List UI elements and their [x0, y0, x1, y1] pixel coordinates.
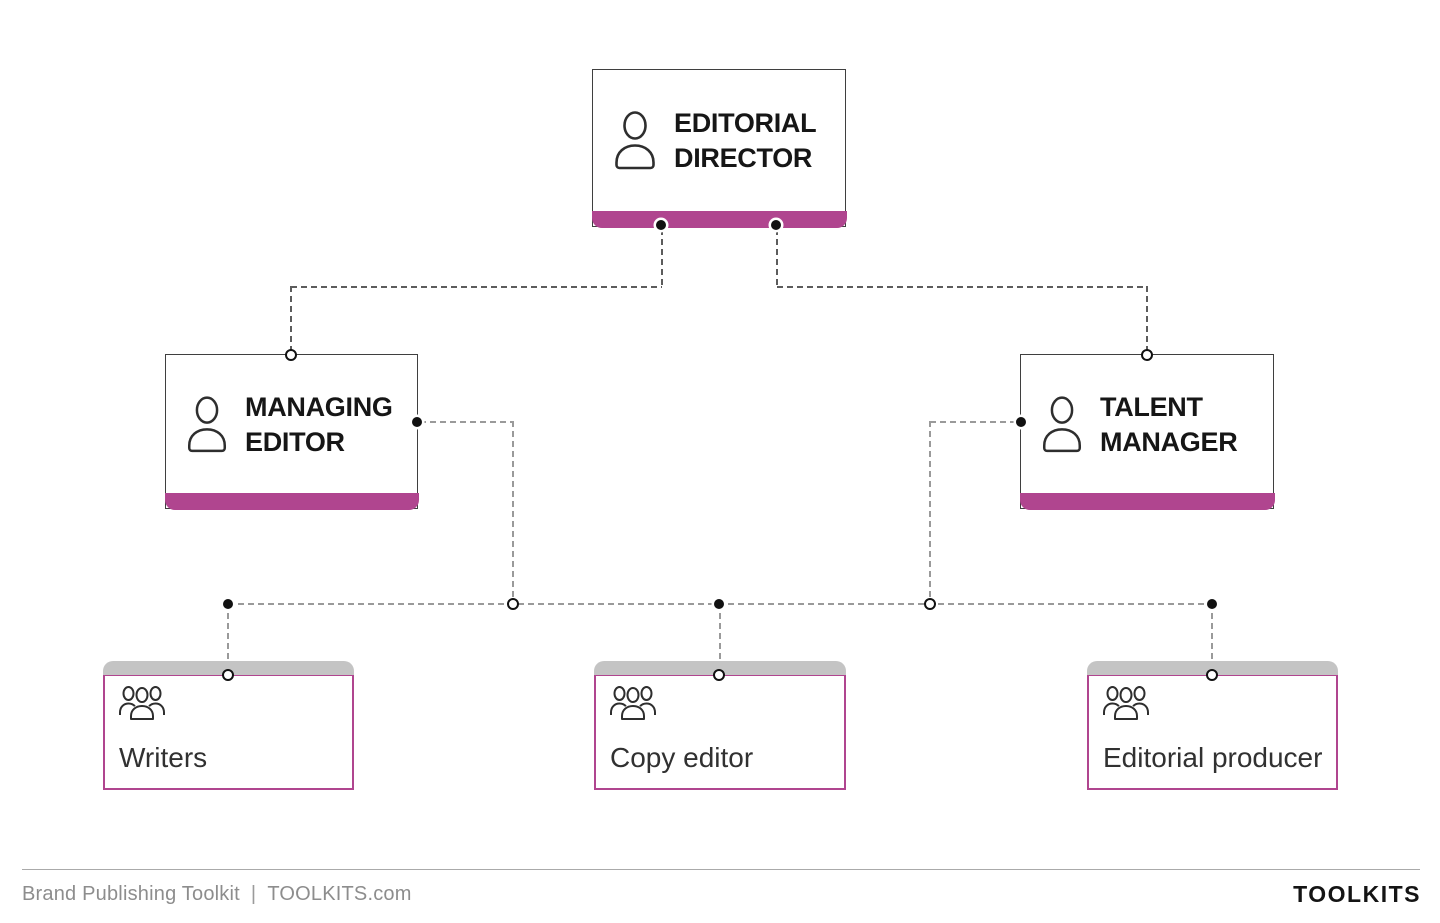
- connector-managing-editor-down: [512, 421, 514, 604]
- node-title: MANAGING EDITOR: [245, 390, 393, 460]
- footer-brand-text: Brand Publishing Toolkit: [22, 883, 240, 905]
- team-label: Editorial producer: [1103, 742, 1323, 773]
- node-title-line2: MANAGER: [1100, 426, 1238, 457]
- node-copy-editor: Copy editor: [594, 674, 846, 790]
- connector-editorial-producer-drop: [1211, 603, 1213, 663]
- node-managing-editor: MANAGING EDITOR: [164, 354, 419, 510]
- person-icon: [610, 111, 660, 171]
- team-box-cap: [594, 661, 846, 675]
- connector-dot: [1016, 417, 1026, 427]
- connector-talent-manager-down: [929, 421, 931, 604]
- connector-ring: [1206, 669, 1218, 681]
- people-group-icon: [118, 685, 166, 721]
- connector-director-right-horizontal: [777, 286, 1147, 288]
- connector-director-left-vertical: [661, 229, 663, 287]
- people-group-icon: [1102, 685, 1150, 721]
- connector-ring: [222, 669, 234, 681]
- team-box-cap: [1087, 661, 1338, 675]
- connector-writers-drop: [227, 603, 229, 663]
- node-writers: Writers: [103, 674, 354, 790]
- node-editorial-director: EDITORIAL DIRECTOR: [591, 69, 847, 228]
- connector-ring: [285, 349, 297, 361]
- node-title: TALENT MANAGER: [1100, 390, 1238, 460]
- connector-talent-manager-drop: [1146, 286, 1148, 352]
- person-icon: [1038, 395, 1086, 454]
- accent-bar: [1019, 493, 1275, 510]
- footer-divider: [22, 869, 1420, 870]
- footer-site-text: TOOLKITS.com: [267, 883, 412, 905]
- connector-director-left-horizontal: [291, 286, 662, 288]
- node-title-line2: DIRECTOR: [674, 143, 813, 173]
- node-title: EDITORIAL DIRECTOR: [674, 106, 817, 176]
- connector-managing-editor-drop: [290, 286, 292, 352]
- connector-dot: [771, 220, 781, 230]
- connector-managing-editor-side: [420, 421, 513, 423]
- connector-director-right-vertical: [776, 229, 778, 287]
- footer-attribution: Brand Publishing Toolkit | TOOLKITS.com: [22, 883, 412, 906]
- connector-talent-manager-side: [930, 421, 1018, 423]
- people-group-icon: [609, 685, 657, 721]
- team-label: Copy editor: [610, 742, 754, 773]
- node-title-line1: EDITORIAL: [674, 108, 817, 138]
- team-label: Writers: [119, 742, 208, 773]
- team-box-cap: [103, 661, 354, 675]
- connector-dot: [656, 220, 666, 230]
- connector-ring: [713, 669, 725, 681]
- connector-ring: [924, 598, 936, 610]
- node-editorial-producer: Editorial producer: [1087, 674, 1338, 790]
- node-talent-manager: TALENT MANAGER: [1019, 354, 1275, 510]
- node-title-line1: MANAGING: [245, 391, 393, 422]
- accent-bar: [164, 493, 419, 510]
- accent-bar: [591, 211, 847, 228]
- footer-separator: |: [250, 883, 257, 905]
- node-title-line2: EDITOR: [245, 426, 345, 457]
- connector-ring: [1141, 349, 1153, 361]
- connector-copy-editor-drop: [719, 603, 721, 663]
- node-title-line1: TALENT: [1100, 391, 1203, 422]
- connector-dot: [1207, 599, 1217, 609]
- connector-dot: [412, 417, 422, 427]
- connector-ring: [507, 598, 519, 610]
- toolkits-logo: TOOLKITS: [1293, 881, 1421, 907]
- connector-dot: [714, 599, 724, 609]
- connector-dot: [223, 599, 233, 609]
- person-icon: [183, 395, 231, 454]
